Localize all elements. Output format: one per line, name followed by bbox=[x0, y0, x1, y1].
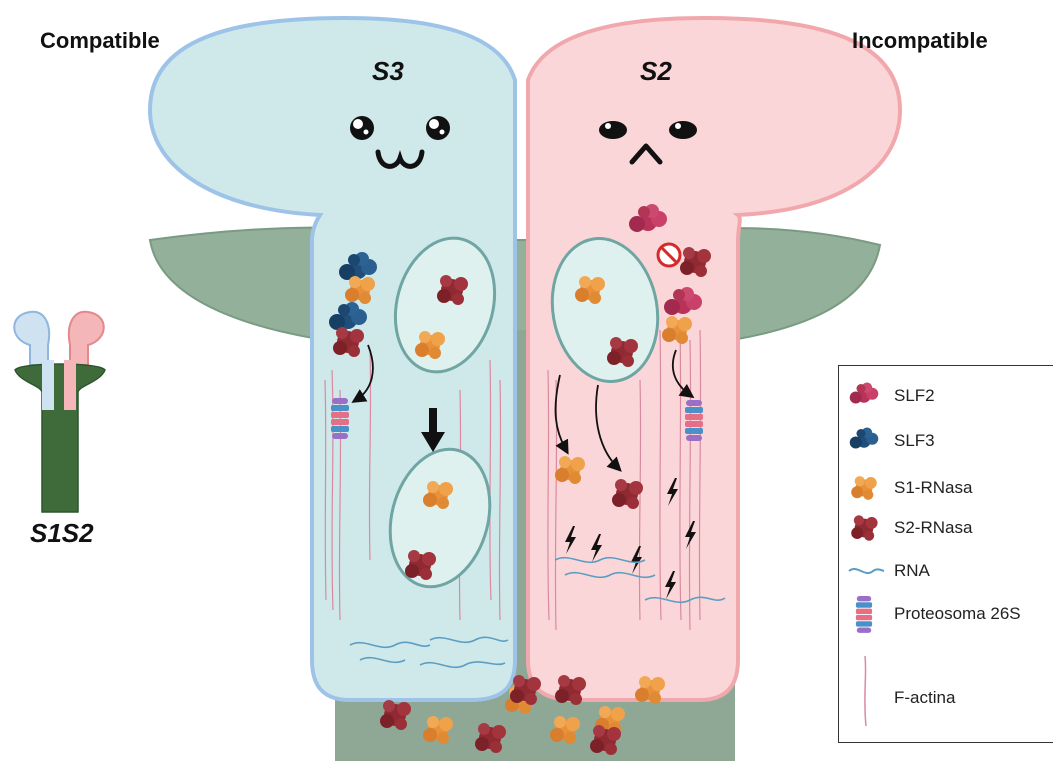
proteasome-icon bbox=[856, 596, 872, 633]
s1-rnase-icon bbox=[851, 476, 877, 500]
tube-right-genotype: S2 bbox=[640, 56, 672, 87]
flower-genotype: S1S2 bbox=[30, 518, 94, 549]
s2-rnase-icon bbox=[851, 515, 877, 541]
slf3-icon bbox=[850, 428, 879, 449]
slf2-icon bbox=[850, 383, 879, 404]
incompatible-label: Incompatible bbox=[852, 28, 988, 54]
legend-label-s1-rnase: S1-RNasa bbox=[894, 478, 972, 498]
legend-label-rna: RNA bbox=[894, 561, 930, 581]
compatible-label: Compatible bbox=[40, 28, 160, 54]
legend-label-f-actin: F-actina bbox=[894, 688, 955, 708]
legend-label-slf2: SLF2 bbox=[894, 386, 935, 406]
legend: SLF2 SLF3 S1-RNasa S2-RNasa RNA Proteoso… bbox=[838, 365, 1053, 743]
legend-icon-column bbox=[839, 366, 889, 744]
legend-label-proteasome: Proteosoma 26S bbox=[894, 604, 1021, 624]
tube-left-genotype: S3 bbox=[372, 56, 404, 87]
f-actin-icon bbox=[865, 656, 866, 726]
blocked-icon bbox=[658, 244, 680, 266]
rna-icon bbox=[849, 569, 884, 573]
pistil-icon bbox=[14, 312, 105, 512]
legend-label-s2-rnase: S2-RNasa bbox=[894, 518, 972, 538]
legend-label-slf3: SLF3 bbox=[894, 431, 935, 451]
